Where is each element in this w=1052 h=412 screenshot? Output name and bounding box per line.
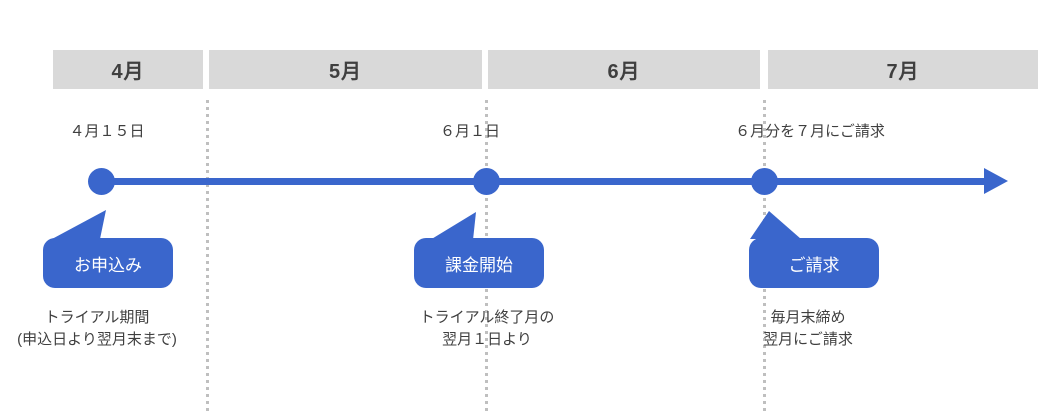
caption-line: 翌月にご請求: [763, 331, 853, 348]
event-bubble-signup: お申込み: [43, 238, 173, 288]
timeline-arrowhead-icon: [984, 168, 1008, 194]
event-caption-invoice: 毎月末締め 翌月にご請求: [688, 307, 928, 351]
timeline-dot-billing-start: [473, 168, 500, 195]
month-header-july: 7月: [768, 50, 1038, 89]
month-header-april: 4月: [53, 50, 203, 89]
event-bubble-billing-start: 課金開始: [414, 238, 544, 288]
bubble-label: お申込み: [74, 255, 142, 275]
bubble-tail-signup: [52, 210, 106, 239]
date-label-billing-start: ６月１日: [439, 123, 500, 140]
month-header-may: 5月: [209, 50, 482, 89]
caption-line: トライアル期間: [44, 309, 150, 326]
caption-line: トライアル終了月の: [419, 309, 555, 326]
month-label: 4月: [111, 61, 145, 83]
event-caption-billing-start: トライアル終了月の 翌月１日より: [367, 307, 607, 351]
caption-line: 翌月１日より: [442, 331, 532, 348]
date-label-signup: ４月１５日: [69, 123, 145, 140]
event-caption-signup: トライアル期間 (申込日より翌月末まで): [0, 307, 217, 351]
bubble-tail-billing-start: [430, 212, 476, 240]
timeline-axis: [100, 178, 986, 185]
date-label-invoice: ６月分を７月にご請求: [735, 123, 885, 140]
timeline-dot-invoice: [751, 168, 778, 195]
caption-line: (申込日より翌月末まで): [17, 331, 177, 348]
timeline-dot-signup: [88, 168, 115, 195]
month-label: 6月: [607, 61, 641, 83]
bubble-tail-invoice: [750, 211, 801, 239]
month-label: 7月: [886, 61, 920, 83]
event-bubble-invoice: ご請求: [749, 238, 879, 288]
month-label: 5月: [328, 61, 363, 83]
month-header-june: 6月: [488, 50, 760, 89]
month-divider-april-may: [206, 100, 209, 412]
caption-line: 毎月末締め: [770, 309, 846, 326]
bubble-label: ご請求: [788, 255, 840, 275]
bubble-label: 課金開始: [445, 255, 513, 275]
